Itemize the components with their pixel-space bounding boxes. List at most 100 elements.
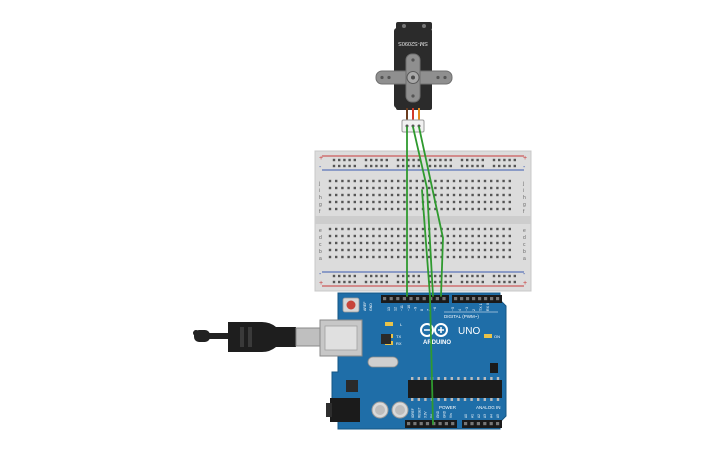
rail-hole[interactable] [434, 280, 437, 284]
breadboard-hole[interactable] [440, 248, 443, 252]
breadboard-hole[interactable] [353, 186, 356, 190]
breadboard-hole[interactable] [502, 179, 505, 183]
breadboard-hole[interactable] [477, 186, 480, 190]
breadboard-hole[interactable] [390, 207, 394, 211]
rail-hole[interactable] [439, 158, 442, 162]
breadboard-hole[interactable] [353, 255, 356, 259]
rail-hole[interactable] [460, 158, 464, 162]
rail-hole[interactable] [481, 164, 484, 168]
breadboard-hole[interactable] [347, 248, 350, 252]
rail-hole[interactable] [380, 280, 383, 284]
breadboard-hole[interactable] [452, 248, 456, 252]
rail-hole[interactable] [343, 274, 346, 278]
rail-hole[interactable] [417, 164, 420, 168]
breadboard-hole[interactable] [397, 227, 400, 231]
header-pin[interactable] [466, 297, 470, 301]
header-pin[interactable] [409, 297, 413, 301]
rail-hole[interactable] [434, 164, 437, 168]
breadboard-hole[interactable] [446, 234, 449, 238]
breadboard-hole[interactable] [446, 186, 449, 190]
breadboard-hole[interactable] [483, 193, 487, 197]
breadboard-hole[interactable] [452, 200, 456, 204]
rail-hole[interactable] [417, 274, 420, 278]
rail-hole[interactable] [364, 158, 368, 162]
breadboard-hole[interactable] [372, 241, 375, 245]
rail-hole[interactable] [385, 280, 388, 284]
breadboard-hole[interactable] [434, 207, 437, 211]
breadboard-hole[interactable] [372, 227, 375, 231]
rail-hole[interactable] [412, 164, 415, 168]
breadboard-hole[interactable] [409, 207, 412, 211]
header-pin[interactable] [496, 297, 500, 301]
breadboard-hole[interactable] [490, 179, 493, 183]
breadboard-hole[interactable] [465, 248, 468, 252]
breadboard-hole[interactable] [353, 179, 356, 183]
rail-hole[interactable] [353, 280, 356, 284]
breadboard-hole[interactable] [490, 248, 493, 252]
breadboard-hole[interactable] [483, 248, 487, 252]
rail-hole[interactable] [476, 280, 479, 284]
header-pin[interactable] [489, 422, 493, 426]
breadboard-hole[interactable] [341, 186, 344, 190]
breadboard-hole[interactable] [384, 193, 387, 197]
breadboard-hole[interactable] [366, 234, 369, 238]
breadboard-hole[interactable] [459, 186, 462, 190]
header-pin[interactable] [460, 297, 464, 301]
rail-hole[interactable] [498, 164, 501, 168]
breadboard-hole[interactable] [428, 186, 431, 190]
breadboard-hole[interactable] [452, 234, 456, 238]
breadboard-hole[interactable] [434, 227, 437, 231]
breadboard-hole[interactable] [477, 234, 480, 238]
rail-hole[interactable] [471, 280, 474, 284]
breadboard-hole[interactable] [508, 200, 511, 204]
breadboard-hole[interactable] [508, 207, 511, 211]
breadboard-hole[interactable] [434, 186, 437, 190]
breadboard-hole[interactable] [403, 234, 406, 238]
breadboard-hole[interactable] [353, 200, 356, 204]
header-pin[interactable] [422, 297, 426, 301]
breadboard-hole[interactable] [409, 248, 412, 252]
breadboard-hole[interactable] [421, 241, 425, 245]
header-pin[interactable] [464, 422, 468, 426]
breadboard-hole[interactable] [341, 248, 344, 252]
breadboard-hole[interactable] [347, 179, 350, 183]
breadboard-hole[interactable] [359, 234, 363, 238]
breadboard-hole[interactable] [390, 227, 394, 231]
breadboard-hole[interactable] [397, 234, 400, 238]
breadboard-hole[interactable] [446, 200, 449, 204]
breadboard-hole[interactable] [403, 255, 406, 259]
breadboard-hole[interactable] [490, 207, 493, 211]
header-pin[interactable] [483, 422, 487, 426]
breadboard-hole[interactable] [440, 207, 443, 211]
rail-hole[interactable] [412, 274, 415, 278]
breadboard-hole[interactable] [397, 200, 400, 204]
breadboard-hole[interactable] [372, 255, 375, 259]
breadboard-hole[interactable] [366, 200, 369, 204]
header-pin[interactable] [470, 422, 474, 426]
rail-hole[interactable] [380, 274, 383, 278]
breadboard-hole[interactable] [459, 207, 462, 211]
breadboard-hole[interactable] [428, 193, 431, 197]
rail-hole[interactable] [503, 280, 506, 284]
breadboard-hole[interactable] [490, 186, 493, 190]
breadboard-hole[interactable] [477, 207, 480, 211]
breadboard-hole[interactable] [390, 255, 394, 259]
rail-hole[interactable] [348, 280, 351, 284]
breadboard-hole[interactable] [341, 255, 344, 259]
rail-hole[interactable] [503, 158, 506, 162]
wire-power-to-5v[interactable] [421, 189, 434, 425]
breadboard-hole[interactable] [328, 248, 332, 252]
breadboard-hole[interactable] [353, 193, 356, 197]
breadboard-hole[interactable] [446, 255, 449, 259]
breadboard-hole[interactable] [397, 179, 400, 183]
rail-hole[interactable] [471, 274, 474, 278]
header-pin[interactable] [402, 297, 406, 301]
breadboard-hole[interactable] [471, 179, 474, 183]
breadboard-hole[interactable] [366, 241, 369, 245]
header-pin[interactable] [416, 297, 420, 301]
breadboard-hole[interactable] [508, 234, 511, 238]
rail-hole[interactable] [385, 274, 388, 278]
header-pin[interactable] [413, 422, 417, 426]
rail-hole[interactable] [370, 274, 373, 278]
rail-hole[interactable] [471, 158, 474, 162]
